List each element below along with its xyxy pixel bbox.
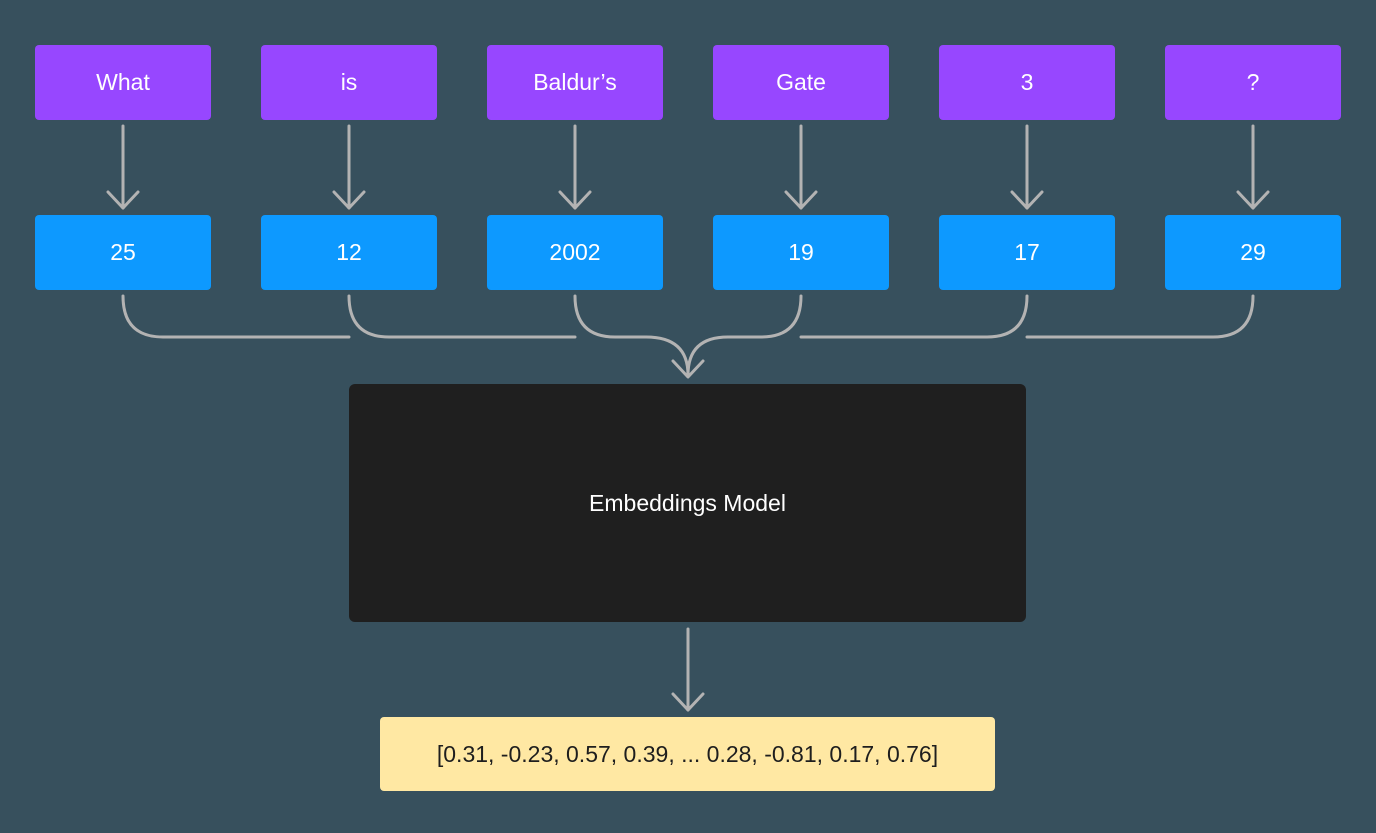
token-id-box-17: 17 — [939, 215, 1115, 290]
token-box-3: 3 — [939, 45, 1115, 120]
token-to-id-arrow-4 — [784, 124, 818, 210]
token-box-question-mark: ? — [1165, 45, 1341, 120]
token-box-gate: Gate — [713, 45, 889, 120]
model-to-output-arrow — [671, 627, 705, 712]
token-to-id-arrow-1 — [106, 124, 140, 210]
token-id-box-19: 19 — [713, 215, 889, 290]
token-box-what: What — [35, 45, 211, 120]
embeddings-model-label: Embeddings Model — [589, 489, 786, 516]
token-to-id-arrow-2 — [332, 124, 366, 210]
token-id-box-12: 12 — [261, 215, 437, 290]
token-to-id-arrow-6 — [1236, 124, 1270, 210]
token-to-id-arrow-5 — [1010, 124, 1044, 210]
embedding-vector-box: [0.31, -0.23, 0.57, 0.39, ... 0.28, -0.8… — [380, 717, 995, 791]
token-box-is: is — [261, 45, 437, 120]
embeddings-model-box: Embeddings Model — [349, 384, 1026, 622]
token-box-baldurs: Baldur’s — [487, 45, 663, 120]
merge-connector — [121, 294, 1255, 379]
embedding-vector-text: [0.31, -0.23, 0.57, 0.39, ... 0.28, -0.8… — [436, 740, 939, 767]
token-to-id-arrow-3 — [558, 124, 592, 210]
token-id-box-25: 25 — [35, 215, 211, 290]
token-id-box-29: 29 — [1165, 215, 1341, 290]
token-id-box-2002: 2002 — [487, 215, 663, 290]
